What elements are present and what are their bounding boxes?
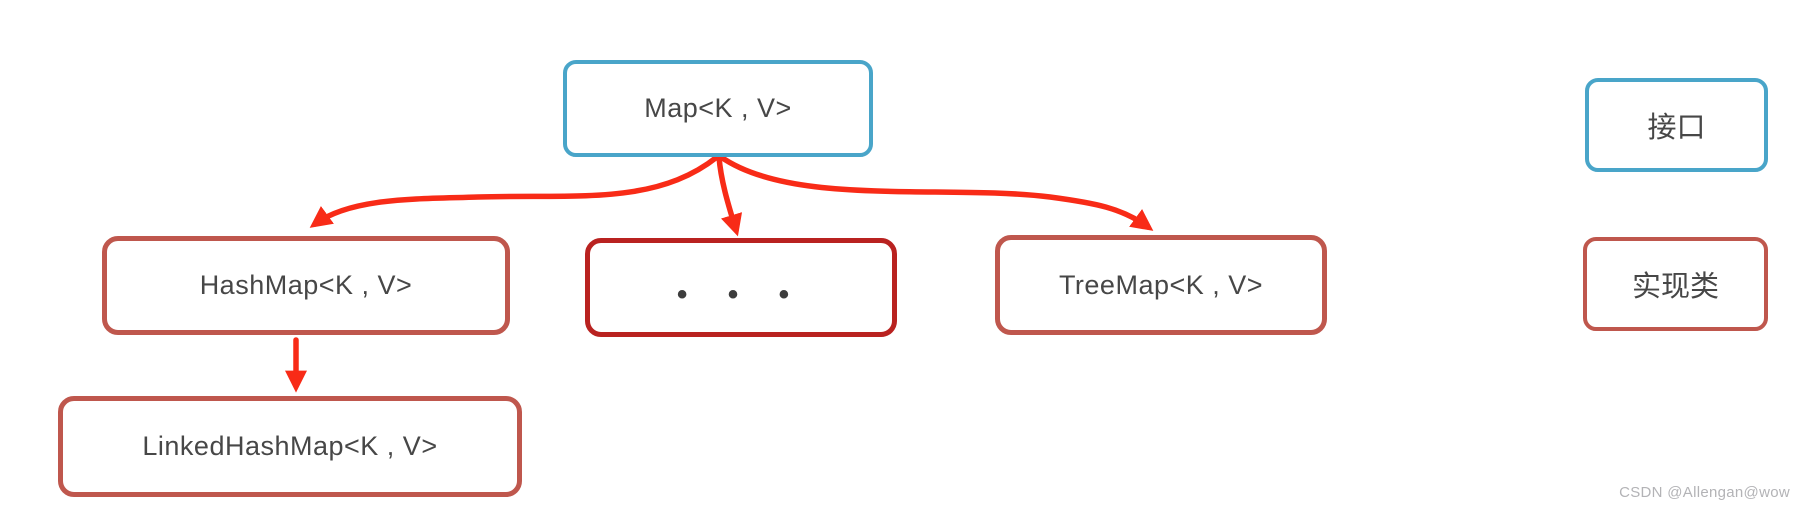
node-other-implementations: • • • <box>585 238 897 337</box>
edge-map-to-treemap <box>718 154 1154 231</box>
node-other-implementations-label: • • • <box>676 277 806 311</box>
node-linkedhashmap-label: LinkedHashMap<K , V> <box>142 431 438 461</box>
watermark: CSDN @Allengan@wow <box>1619 484 1790 501</box>
legend-interface-label: 接口 <box>1647 112 1706 144</box>
node-map-label: Map<K , V> <box>644 93 792 123</box>
legend-implementation-label: 实现类 <box>1631 271 1719 303</box>
node-hashmap: HashMap<K , V> <box>102 236 510 335</box>
edge-map-to-hashmap <box>309 154 720 228</box>
node-treemap: TreeMap<K , V> <box>995 235 1327 335</box>
node-linkedhashmap: LinkedHashMap<K , V> <box>58 396 522 497</box>
node-hashmap-label: HashMap<K , V> <box>199 270 413 300</box>
legend-interface: 接口 <box>1585 78 1768 172</box>
node-treemap-label: TreeMap<K , V> <box>1058 269 1264 300</box>
node-map: Map<K , V> <box>563 60 873 157</box>
legend-implementation: 实现类 <box>1583 237 1768 331</box>
edge-map-to-others <box>716 154 743 237</box>
